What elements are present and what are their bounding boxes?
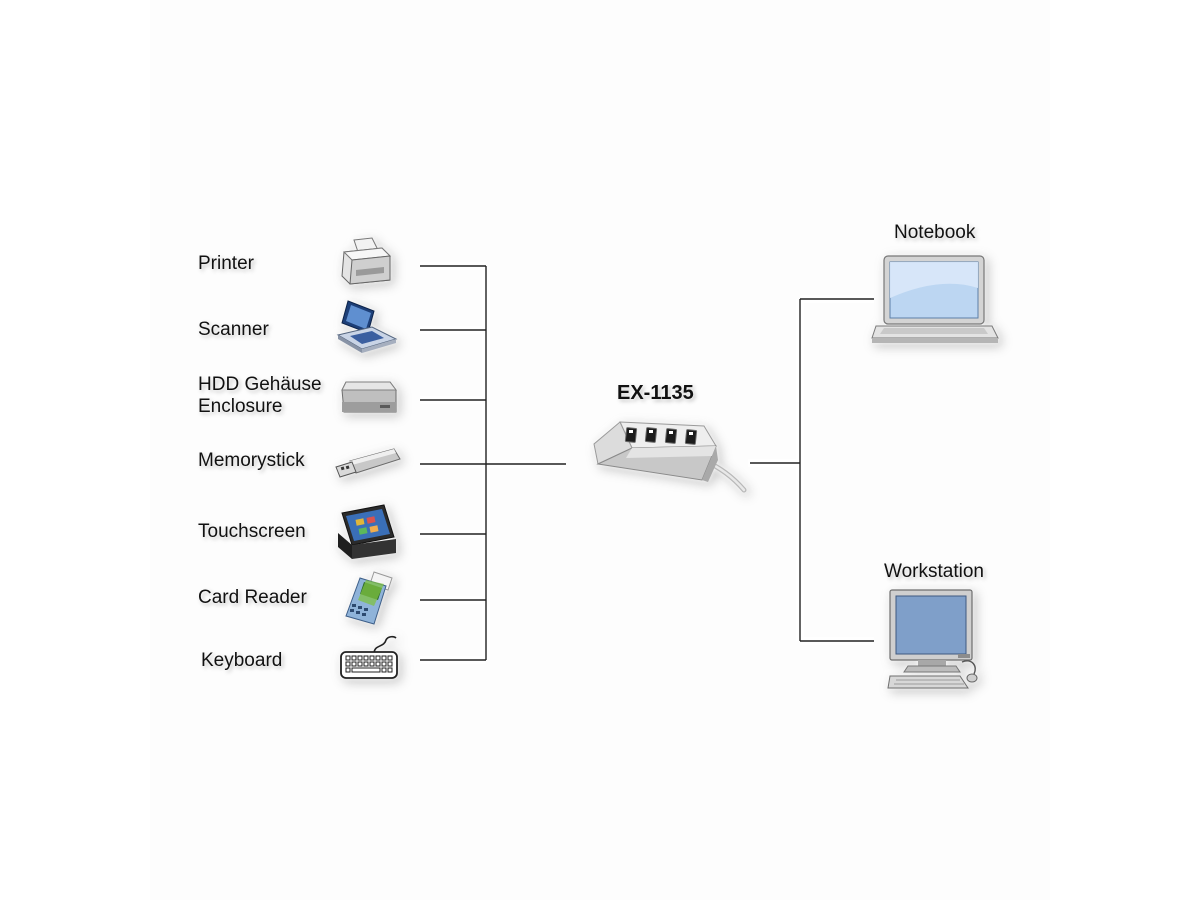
laptop-icon [870, 252, 1000, 348]
device-label-scanner: Scanner [198, 319, 269, 340]
device-label-hdd-line1: HDD Gehäuse [198, 374, 322, 395]
desktop-computer-icon [886, 588, 986, 696]
device-label-keyboard: Keyboard [201, 650, 283, 671]
usb-hub-icon [592, 418, 752, 498]
host-label-workstation: Workstation [884, 561, 984, 582]
device-label-card-reader: Card Reader [198, 587, 307, 608]
pos-terminal-icon [334, 503, 404, 561]
printer-icon [338, 236, 394, 288]
device-label-hdd-line2: Enclosure [198, 396, 283, 417]
hub-title: EX-1135 [617, 382, 694, 404]
device-label-memorystick: Memorystick [198, 450, 305, 471]
scanner-icon [334, 299, 398, 355]
card-reader-icon [338, 570, 398, 628]
device-label-touchscreen: Touchscreen [198, 521, 306, 542]
hard-drive-icon [340, 378, 400, 418]
device-label-hdd: HDD Gehäuse Enclosure [198, 374, 322, 418]
usb-stick-icon [332, 445, 404, 481]
host-label-notebook: Notebook [894, 222, 976, 243]
device-label-printer: Printer [198, 253, 254, 274]
keyboard-icon [338, 634, 402, 682]
